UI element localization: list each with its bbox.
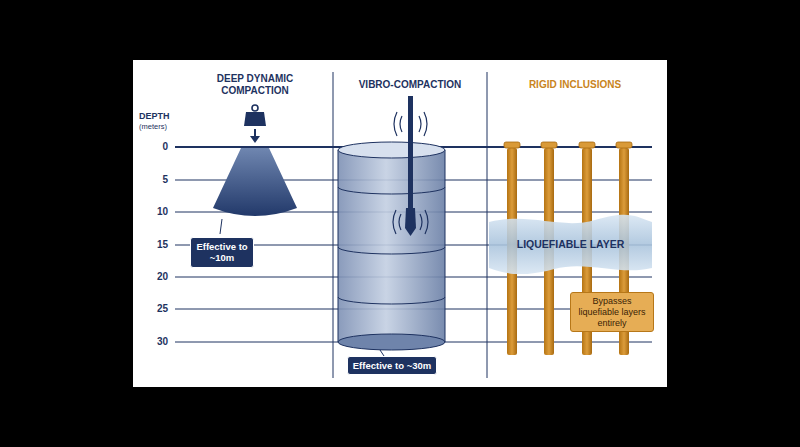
callout-text: Bypasses liquefiable layers entirely <box>576 296 648 328</box>
depth-callout: Effective to ~10m <box>190 237 254 268</box>
callout-text: LIQUEFIABLE LAYER <box>517 238 625 251</box>
depth-tick: 30 <box>157 336 168 348</box>
depth-tick: 10 <box>157 206 168 218</box>
depth-tick: 0 <box>162 141 168 153</box>
column-divider <box>487 72 488 378</box>
callout-text: Effective to ~10m <box>196 241 248 264</box>
depth-tick: 5 <box>162 174 168 186</box>
depth-tick: 15 <box>157 239 168 251</box>
callout-text: Effective to ~30m <box>353 360 431 371</box>
column-heading: RIGID INCLUSIONS <box>529 79 621 91</box>
column-heading: DEEP DYNAMIC COMPACTION <box>195 73 315 96</box>
depth-tick: 20 <box>157 271 168 283</box>
liquefiable-band: LIQUEFIABLE LAYER <box>489 214 652 274</box>
leader-line <box>220 219 222 234</box>
axis-title: (meters) <box>139 123 167 132</box>
card <box>133 60 667 387</box>
column-heading: VIBRO-COMPACTION <box>359 79 462 91</box>
compaction-cone <box>213 148 297 216</box>
compacted-cylinder <box>338 142 445 350</box>
column-divider <box>333 72 334 378</box>
vibroprobe <box>393 96 428 236</box>
depth-tick: 25 <box>157 303 168 315</box>
note-callout: Bypasses liquefiable layers entirely <box>570 292 654 332</box>
depth-callout: Effective to ~30m <box>347 356 437 375</box>
drop-weight <box>244 105 266 143</box>
axis-title: DEPTH <box>139 111 170 121</box>
